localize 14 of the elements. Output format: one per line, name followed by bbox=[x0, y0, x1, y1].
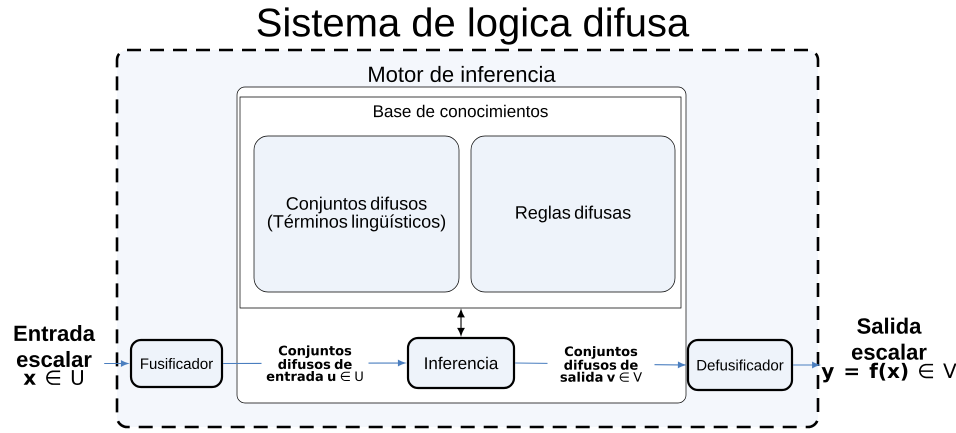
box-heading: Base de conocimientos bbox=[374, 104, 548, 118]
arrow bbox=[104, 360, 128, 367]
box-heading: Sistema de logica difusa bbox=[258, 7, 690, 45]
arrow bbox=[793, 362, 820, 368]
knowledge-box: Reglas difusas bbox=[470, 136, 676, 292]
process-box: Fusificador bbox=[130, 338, 224, 388]
edge-label: Conjuntos difusos de salida v ∈ V bbox=[548, 345, 654, 383]
io-label: Entrada escalar x ∈ U bbox=[14, 324, 96, 385]
box-heading: Motor de inferencia bbox=[369, 66, 556, 82]
knowledge-box: Conjuntos difusos (Términos lingüísticos) bbox=[254, 136, 460, 292]
arrow bbox=[458, 310, 464, 336]
edge-label: Conjuntos difusos de entrada u ∈ U bbox=[262, 344, 368, 382]
process-box: Inferencia bbox=[406, 336, 516, 390]
process-box: Defusificador bbox=[686, 338, 794, 392]
